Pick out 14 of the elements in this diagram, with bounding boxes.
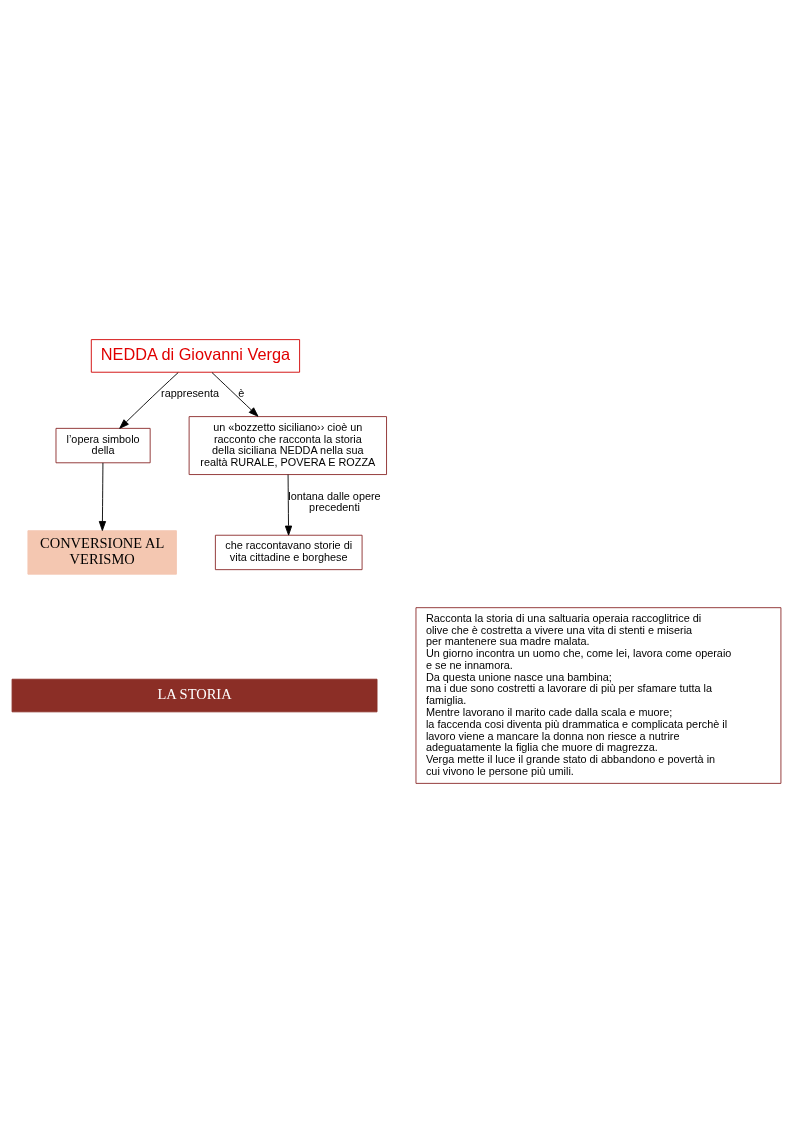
- edge-label: lontana dalle opere precedenti: [288, 489, 381, 514]
- node-box: Racconta la storia di una saltuaria operaia raccoglitrice di olive che è costretta a vivere una vita di stenti e miseria per mantenere sua madre malata. Un giorno incontra un uomo che, come lei, lavora come operaio e se ne innamora. Da questa unione nasce una bambina; ma i due sono costretti a lavorare di più per sfamare tutta la famiglia. Mentre lavorano il marito cade dalla scala e muore; la faccenda cosi diventa più drammatica e complicata perchè il lavoro viene a mancare la donna non riesce a nutrire adeguatamente la figlia che muore di magrezza. Verga mette il luce il grande stato di abbandono e povertà in cui vivono le persone più umili.: [415, 607, 782, 784]
- arrow: [98, 462, 107, 531]
- node-box: un «bozzetto siciliano›› cioè un racconto che racconta la storia della siciliana NEDDA nella sua realtà RURALE, POVERA E ROZZA: [188, 416, 387, 475]
- node-box: LA STORIA: [11, 678, 378, 713]
- arrow: [119, 372, 179, 429]
- node-box: CONVERSIONE AL VERISMO: [27, 530, 177, 575]
- node-box: NEDDA di Giovanni Verga: [90, 339, 301, 373]
- edge-label: è: [238, 387, 245, 400]
- arrow: [211, 372, 259, 417]
- node-box: che raccontavano storie di vita cittadine e borghese: [214, 534, 363, 571]
- edge-label: rappresenta: [161, 387, 219, 400]
- node-box: l’opera simbolo della: [55, 427, 151, 464]
- arrow: [284, 474, 293, 536]
